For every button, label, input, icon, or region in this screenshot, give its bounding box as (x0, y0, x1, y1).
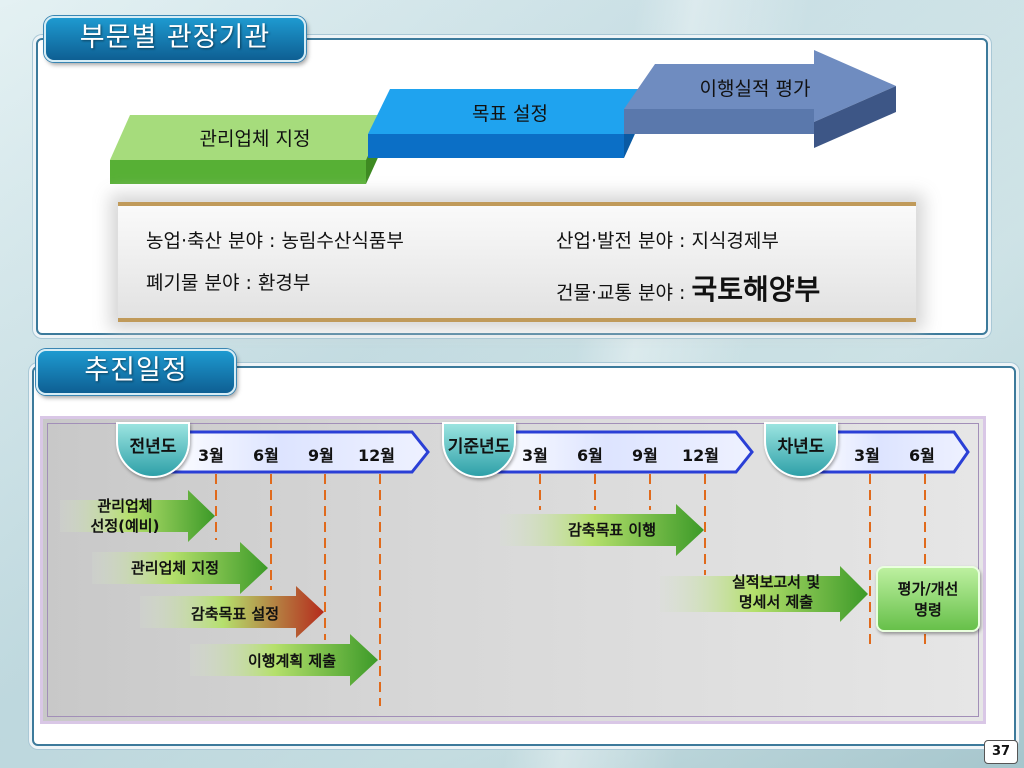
arrow-designate (92, 542, 268, 594)
info-building-ministry: 국토해양부 (691, 273, 821, 306)
task-target-exec: 감축목표 이행 (567, 521, 657, 539)
task-select-line2: 선정(예비) (90, 517, 160, 535)
task-evaluate-line1: 평가/개선 (897, 580, 959, 598)
ministry-info-box (118, 202, 916, 322)
month-prev-12: 12월 (358, 446, 395, 465)
task-report-line2: 명세서 제출 (738, 593, 814, 611)
task-select: 관리업체 선정(예비) (70, 496, 180, 536)
month-base-3: 3월 (522, 446, 548, 465)
info-building: 건물·교통 분야 : 국토해양부 (556, 268, 820, 308)
step3-top (624, 50, 896, 122)
step1-front (110, 160, 366, 184)
month-prev-9: 9월 (308, 446, 334, 465)
info-industry: 산업·발전 분야 : 지식경제부 (556, 230, 779, 252)
arrow-target-exec (500, 504, 704, 556)
task-evaluate-box: 평가/개선 명령 (876, 566, 980, 632)
arrow-plan (190, 634, 378, 686)
month-base-6: 6월 (577, 446, 603, 465)
task-select-line1: 관리업체 (97, 497, 153, 515)
arrow-report (660, 566, 868, 622)
step2-front (368, 134, 624, 158)
step-target-label: 목표 설정 (472, 103, 548, 125)
month-prev-6: 6월 (253, 446, 279, 465)
arrow-select (60, 490, 215, 542)
info-agriculture: 농업·축산 분야 : 농림수산식품부 (146, 230, 404, 252)
month-base-9: 9월 (632, 446, 658, 465)
task-report: 실적보고서 및 명세서 제출 (706, 572, 846, 612)
task-plan-submit: 이행계획 제출 (247, 652, 337, 670)
step-designate-label: 관리업체 지정 (199, 128, 311, 150)
task-report-line1: 실적보고서 및 (731, 573, 821, 591)
step3-front (624, 109, 814, 134)
info-building-prefix: 건물·교통 분야 : (556, 282, 692, 304)
year-next: 차년도 (777, 437, 825, 457)
section-title-schedule: 추진일정 (36, 349, 236, 395)
month-base-12: 12월 (682, 446, 719, 465)
step3-head-side (814, 86, 896, 148)
month-prev-3: 3월 (198, 446, 224, 465)
step2-top (368, 89, 644, 134)
year-prev: 전년도 (129, 437, 177, 457)
month-next-3: 3월 (854, 446, 880, 465)
page-number: 37 (984, 740, 1018, 764)
step1-top (110, 115, 386, 160)
year-base: 기준년도 (447, 437, 511, 457)
arrow-target-set (140, 586, 324, 638)
month-next-6: 6월 (909, 446, 935, 465)
step-evaluate-label: 이행실적 평가 (699, 78, 811, 100)
task-designate: 관리업체 지정 (130, 559, 220, 577)
task-evaluate-line2: 명령 (914, 601, 942, 619)
section-title-org: 부문별 관장기관 (44, 16, 306, 62)
task-target-set: 감축목표 설정 (190, 605, 280, 623)
info-waste: 폐기물 분야 : 환경부 (146, 272, 311, 294)
